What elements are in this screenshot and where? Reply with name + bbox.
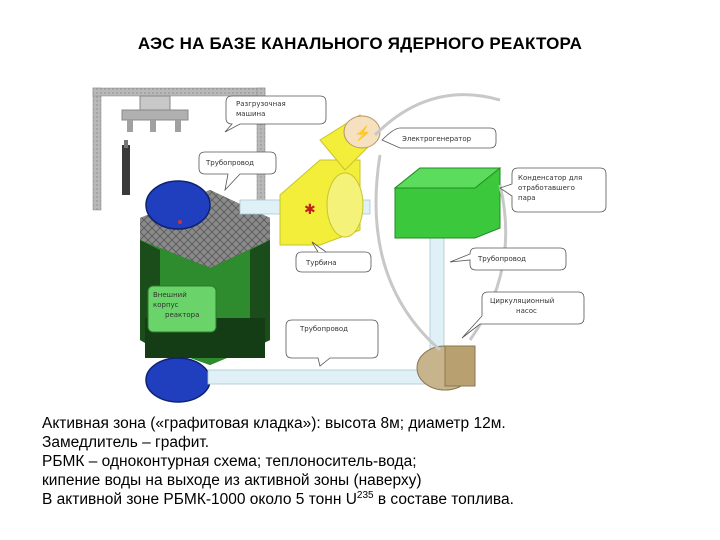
svg-text:Внешний: Внешний xyxy=(153,291,187,299)
description-line-5: В активной зоне РБМК-1000 около 5 тонн U… xyxy=(42,490,702,509)
description-line-3: РБМК – одноконтурная схема; теплоносител… xyxy=(42,453,417,470)
fuel-top-disc xyxy=(145,180,211,230)
description-text: Активная зона («графитовая кладка»): выс… xyxy=(42,414,702,509)
loading-machine xyxy=(121,95,189,195)
callout-loading-machine: Разгрузочная машина xyxy=(224,95,327,133)
turbine-star-icon: ✱ xyxy=(304,202,316,218)
callout-pipeline-top: Трубопровод xyxy=(198,151,277,192)
svg-text:Трубопровод: Трубопровод xyxy=(477,255,526,263)
loading-gantry xyxy=(92,87,266,211)
circulation-pump xyxy=(416,345,476,391)
svg-text:реактора: реактора xyxy=(165,311,199,319)
pipe-bottom xyxy=(207,369,439,385)
callout-circulation-pump: Циркуляционный насос xyxy=(461,291,585,339)
callout-condenser: Конденсатор для отработавшего пара xyxy=(499,167,607,213)
isotope-superscript: 235 xyxy=(356,489,374,501)
svg-text:отработавшего: отработавшего xyxy=(518,184,575,192)
pipe-reactor-turbine xyxy=(239,199,281,215)
turbine: ✱ xyxy=(279,114,376,246)
callout-generator: Электрогенератор xyxy=(381,127,497,149)
generator: ⚡ xyxy=(343,115,381,149)
description-line-4: кипение воды на выходе из активной зоны … xyxy=(42,472,422,489)
description-line-1: Активная зона («графитовая кладка»): выс… xyxy=(42,415,506,432)
svg-text:пара: пара xyxy=(518,194,536,202)
svg-text:Трубопровод: Трубопровод xyxy=(299,325,348,333)
svg-text:машина: машина xyxy=(236,110,265,118)
fuel-bottom-disc xyxy=(145,357,211,403)
description-line-2: Замедлитель – графит. xyxy=(42,434,210,451)
callout-pipeline-right: Трубопровод xyxy=(449,247,567,271)
description-line-5-end: в составе топлива. xyxy=(373,491,514,508)
svg-text:Трубопровод: Трубопровод xyxy=(205,159,254,167)
description-line-5-start: В активной зоне РБМК-1000 около 5 тонн U xyxy=(42,491,357,508)
lightning-icon: ⚡ xyxy=(354,125,371,142)
svg-text:Разгрузочная: Разгрузочная xyxy=(236,100,286,108)
svg-text:Конденсатор для: Конденсатор для xyxy=(518,174,582,182)
svg-text:Электрогенератор: Электрогенератор xyxy=(402,135,472,143)
callout-turbine: Турбина xyxy=(295,241,372,273)
page-title: АЭС НА БАЗЕ КАНАЛЬНОГО ЯДЕРНОГО РЕАКТОРА xyxy=(137,34,583,53)
callout-pipeline-bottom: Трубопровод xyxy=(285,319,379,367)
svg-text:Турбина: Турбина xyxy=(305,259,337,267)
callout-reactor-shell: Внешний корпус реактора xyxy=(147,285,217,333)
svg-text:корпус: корпус xyxy=(153,301,179,309)
svg-text:насос: насос xyxy=(516,307,537,315)
condenser xyxy=(393,167,502,239)
svg-text:Циркуляционный: Циркуляционный xyxy=(490,297,554,305)
